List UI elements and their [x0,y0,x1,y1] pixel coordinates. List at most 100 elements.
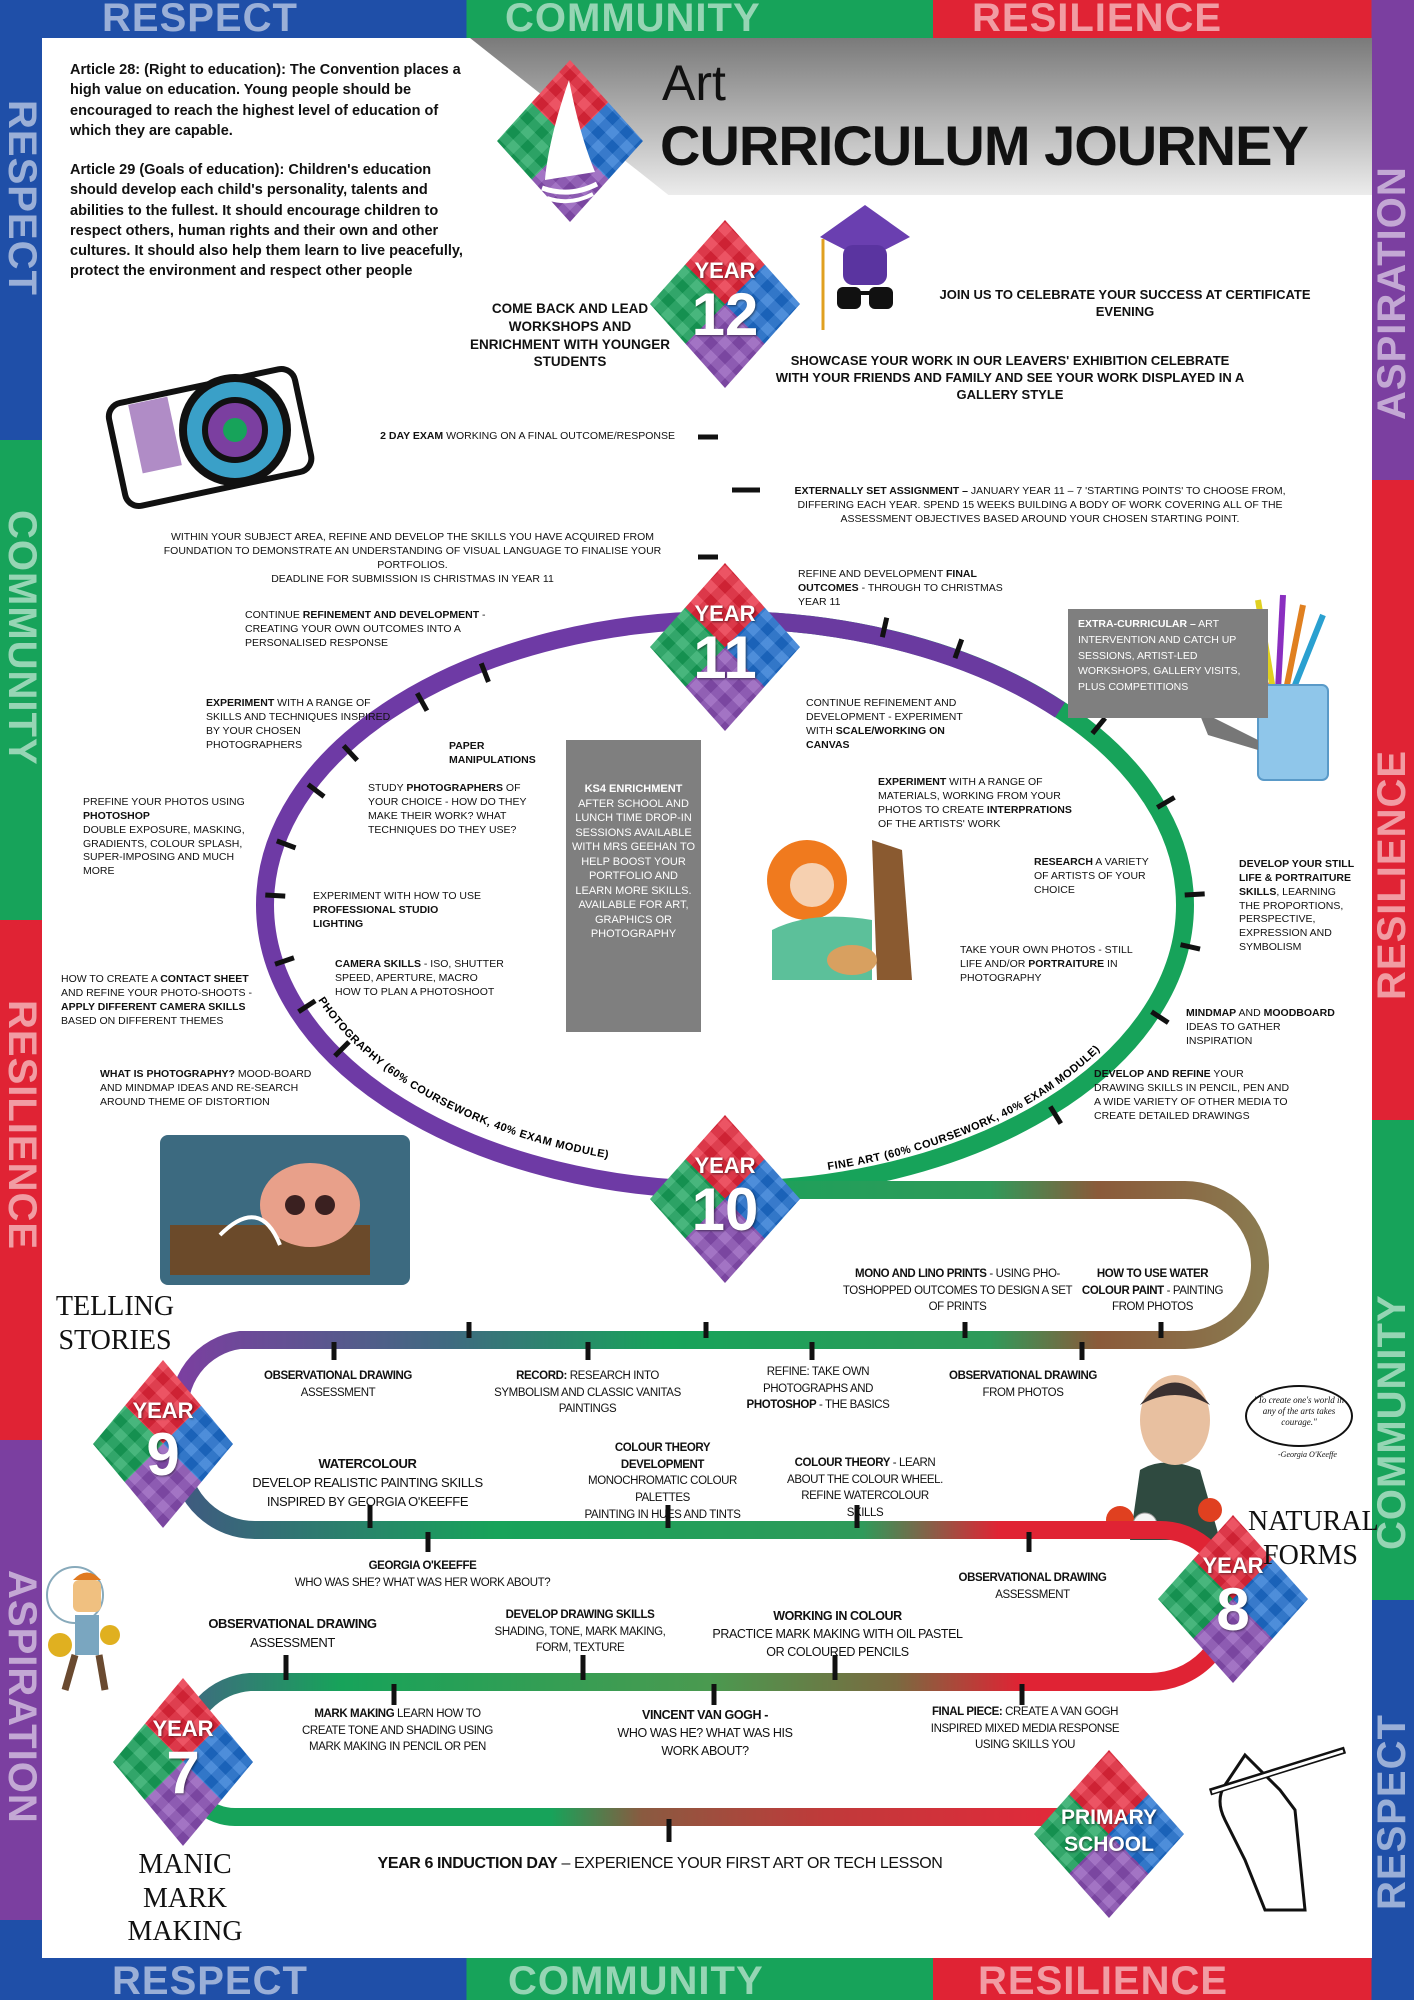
border-word: COMMUNITY [505,0,761,38]
quote-text: "To create one's world in any of the art… [1253,1395,1345,1427]
label-text: WHO WAS SHE? WHAT WAS HER WORK ABOUT? [294,1576,551,1589]
label-ks4-enrichment: KS4 ENRICHMENT AFTER SCHOOL AND LUNCH TI… [570,782,697,942]
label-text: COLOUR THEORY DEVELOPMENT [614,1442,711,1471]
article-28: Article 28: (Right to education): The Co… [70,62,461,139]
route-tick [1179,942,1201,952]
year-number: 9 [146,1421,180,1488]
label-observational-drawing-photos: OBSERVATIONAL DRAWING FROM PHOTOS [925,1368,1121,1401]
skull-painting-illustration [160,1135,410,1285]
route-tick [1155,795,1176,810]
label-text: - LEARN ABOUT THE COLOUR WHEEL. REFINE W… [787,1457,943,1520]
label-text: JANUARY YEAR 11 – 7 'STARTING POINTS' TO… [797,485,1286,525]
route-tick [265,892,286,899]
school-label: SCHOOL [1064,1833,1154,1856]
year-label: YEAR [132,1398,194,1423]
label-mark-making: MARK MAKING LEARN HOW TO CREATE TONE AND… [295,1706,500,1756]
year-label: YEAR [1202,1553,1264,1578]
label-what-is-photography: WHAT IS PHOTOGRAPHY? MOOD-BOARD AND MIND… [100,1068,335,1110]
label-text: SHADING, TONE, MARK MAKING, FORM, TEXTUR… [494,1625,666,1655]
label-colour-theory-development: COLOUR THEORY DEVELOPMENT MONOCHROMATIC … [575,1440,750,1523]
route-tick [341,743,360,763]
border-word: RESPECT [102,0,298,38]
label-observational-drawing-assessment-y7: OBSERVATIONAL DRAWING ASSESSMENT [175,1615,410,1653]
label-text: WITH A RANGE OF SKILLS AND TECHNIQUES IN… [206,697,391,751]
label-text: DEVELOP YOUR STILL LIFE & PORTRAITURE SK… [1239,858,1354,898]
label-text: PHOTOGRAPHERS [406,782,503,794]
label-text: - CREATING YOUR OWN OUTCOMES INTO A PERS… [245,609,486,649]
label-text: AND [1236,1007,1264,1019]
label-text: MONOCHROMATIC COLOUR PALETTES PAINTING I… [584,1475,741,1521]
label-observational-drawing-assessment-y8: OBSERVATIONAL DRAWING ASSESSMENT [920,1570,1145,1603]
route-tick [478,662,491,683]
label-text: CREATE A VAN GOGH INSPIRED MIXED MEDIA R… [930,1706,1120,1752]
label-within-subject-area: WITHIN YOUR SUBJECT AREA, REFINE AND DEV… [140,531,685,586]
route-tick [274,955,295,967]
ks4-enrichment-box [566,740,701,1032]
page-title: CURRICULUM JOURNEY [660,114,1309,177]
van-gogh-illustration [46,1566,120,1691]
border-word: COMMUNITY [508,1959,764,2000]
label-working-in-colour: WORKING IN COLOUR PRACTICE MARK MAKING W… [705,1607,970,1661]
label-text: REFINE: TAKE OWN PHOTOGRAPHS AND [762,1366,874,1395]
painter-girl-illustration [767,840,912,980]
label-text: SHOWCASE YOUR WORK IN OUR LEAVERS' EXHIB… [775,353,1245,403]
route-tick [1150,1009,1170,1025]
route-tick [297,998,317,1014]
label-text: WHAT IS PHOTOGRAPHY? [100,1068,235,1080]
label-text: DEVELOP AND REFINE [1094,1068,1211,1080]
label-text: FINAL OUTCOMES [798,568,977,594]
label-mono-lino-prints: MONO AND LINO PRINTS - USING PHO-TOSHOPP… [840,1266,1075,1316]
label-come-back: COME BACK AND LEAD WORKSHOPS AND ENRICHM… [470,300,670,371]
label-text: IN PHOTOGRAPHY [960,957,1118,984]
label-text: MOOD-BOARD AND MINDMAP IDEAS AND RE-SEAR… [100,1068,312,1108]
label-text: VINCENT VAN GOGH - [642,1708,768,1722]
border-top: RESPECT COMMUNITY RESILIENCE [0,0,1414,38]
label-certificate-evening: JOIN US TO CELEBRATE YOUR SUCCESS AT CER… [915,286,1335,320]
label-scale-canvas: CONTINUE REFINEMENT AND DEVELOPMENT - EX… [806,697,986,752]
label-text: - THROUGH TO CHRISTMAS YEAR 11 [798,581,1003,608]
label-text: , LEARNING THE PROPORTIONS, PERSPECTIVE,… [1239,885,1344,954]
year-number: 8 [1216,1576,1250,1643]
graduation-cap-sunglasses-icon [820,205,910,330]
label-georgia-okeeffe: GEORGIA O'KEEFFE WHO WAS SHE? WHAT WAS H… [270,1558,575,1591]
label-text: WORKING ON A FINAL OUTCOME/RESPONSE [443,430,675,442]
label-text: CONTINUE [245,609,303,621]
label-text: COME BACK AND LEAD WORKSHOPS AND ENRICHM… [470,301,671,370]
label-contact-sheet: HOW TO CREATE A CONTACT SHEET AND REFINE… [61,973,256,1028]
label-experiment-photographers: EXPERIMENT WITH A RANGE OF SKILLS AND TE… [206,697,396,752]
label-colour-theory-learn: COLOUR THEORY - LEARN ABOUT THE COLOUR W… [785,1455,945,1522]
label-text: OF YOUR CHOICE - HOW DO THEY MAKE THEIR … [368,782,527,836]
label-text: PAPER MANIPULATIONS [449,740,536,766]
subject-title: Art [662,55,726,111]
label-take-photos: TAKE YOUR OWN PHOTOS - STILL LIFE AND/OR… [960,944,1155,986]
label-text: PHOTOSHOP [746,1399,817,1412]
label-text: LEARN HOW TO CREATE TONE AND SHADING USI… [302,1708,493,1754]
label-final-outcomes: REFINE AND DEVELOPMENT FINAL OUTCOMES - … [798,568,1033,610]
label-text: DEVELOP REALISTIC PAINTING SKILLS INSPIR… [252,1474,483,1509]
label-text: PHOTOSHOP [83,809,150,822]
label-refine-photoshop: REFINE: TAKE OWN PHOTOGRAPHS AND PHOTOSH… [738,1364,898,1414]
label-text: CAMERA SKILLS [335,958,421,970]
route-ticks [265,434,1205,1842]
route-tick [952,638,965,660]
route-tick [333,1040,351,1058]
label-text: MARK MAKING [314,1708,395,1720]
label-text: APPLY DIFFERENT CAMERA SKILLS [61,1000,246,1013]
label-text: CONTINUE REFINEMENT AND DEVELOPMENT - EX… [806,697,963,737]
label-paper-manipulations: PAPER MANIPULATIONS [449,740,559,768]
border-word: RESILIENCE [978,1959,1229,2000]
year-label: YEAR [694,601,756,626]
label-text: REFINEMENT AND DEVELOPMENT [302,609,480,621]
label-text: JOIN US TO CELEBRATE YOUR SUCCESS AT CER… [939,287,1311,320]
label-leavers-exhibition: SHOWCASE YOUR WORK IN OUR LEAVERS' EXHIB… [775,352,1245,403]
label-2-day-exam: 2 DAY EXAM WORKING ON A FINAL OUTCOME/RE… [340,430,675,444]
label-text: OBSERVATIONAL DRAWING [949,1370,1097,1382]
route-tick [306,782,326,799]
article-29: Article 29 (Goals of education): Childre… [70,162,463,280]
label-text: - THE BASICS [816,1399,890,1412]
label-text: WITHIN YOUR SUBJECT AREA, REFINE AND DEV… [163,531,662,571]
label-text: IDEAS TO GATHER INSPIRATION [1186,1020,1281,1047]
label-text: WORKING IN COLOUR [773,1609,902,1623]
sailboat-icon [541,80,599,204]
label-text: DEADLINE FOR SUBMISSION IS CHRISTMAS IN … [271,572,554,585]
